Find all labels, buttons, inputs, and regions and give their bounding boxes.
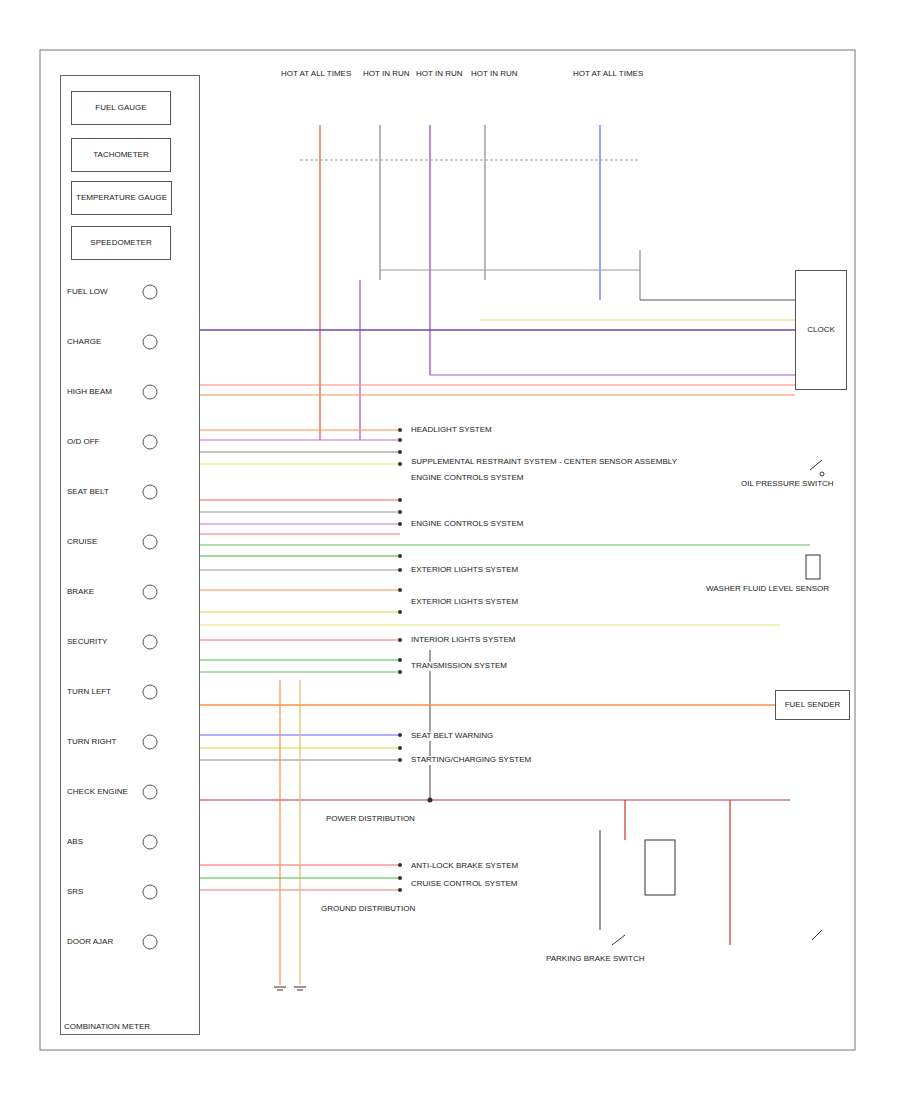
indicator-label: SEAT BELT — [66, 488, 110, 497]
indicator-label: SECURITY — [66, 638, 108, 647]
power-feed-label: HOT IN RUN — [362, 70, 411, 79]
system-label: EXTERIOR LIGHTS SYSTEM — [410, 566, 519, 575]
power-feed-label: HOT AT ALL TIMES — [280, 70, 352, 79]
system-label: TRANSMISSION SYSTEM — [410, 662, 508, 671]
component-name: SPEEDOMETER — [90, 238, 151, 247]
component-box: SPEEDOMETER — [71, 226, 171, 260]
system-label: ANTI-LOCK BRAKE SYSTEM — [410, 862, 519, 871]
power-feed-label: HOT IN RUN — [470, 70, 519, 79]
component-box: FUEL GAUGE — [71, 91, 171, 125]
component-name: CLOCK — [807, 325, 835, 334]
indicator-label: FUEL LOW — [66, 288, 109, 297]
component-name: TACHOMETER — [93, 150, 148, 159]
indicator-label: CRUISE — [66, 538, 98, 547]
wire-connector — [200, 704, 775, 705]
indicator-label: SRS — [66, 888, 84, 897]
system-label: CRUISE CONTROL SYSTEM — [410, 880, 518, 889]
system-label: ENGINE CONTROLS SYSTEM — [410, 520, 524, 529]
system-label: GROUND DISTRIBUTION — [320, 905, 416, 914]
component-box: FUEL SENDER — [775, 690, 850, 720]
system-label: EXTERIOR LIGHTS SYSTEM — [410, 598, 519, 607]
power-feed-label: HOT IN RUN — [415, 70, 464, 79]
system-label: ENGINE CONTROLS SYSTEM — [410, 474, 524, 483]
component-name: FUEL SENDER — [785, 700, 841, 709]
component-name: COMBINATION METER — [64, 1022, 150, 1031]
component-box: TACHOMETER — [71, 138, 171, 172]
wire-connector — [200, 329, 795, 330]
power-feed-label: HOT AT ALL TIMES — [572, 70, 644, 79]
system-label: STARTING/CHARGING SYSTEM — [410, 756, 532, 765]
system-label: SUPPLEMENTAL RESTRAINT SYSTEM - CENTER S… — [410, 458, 678, 467]
component-box: TEMPERATURE GAUGE — [71, 181, 172, 215]
component-name: FUEL GAUGE — [95, 103, 146, 112]
indicator-label: TURN RIGHT — [66, 738, 117, 747]
system-label: SEAT BELT WARNING — [410, 732, 494, 741]
indicator-label: CHECK ENGINE — [66, 788, 129, 797]
indicator-label: DOOR AJAR — [66, 938, 114, 947]
system-label: PARKING BRAKE SWITCH — [545, 955, 646, 964]
system-label: HEADLIGHT SYSTEM — [410, 426, 493, 435]
system-label: INTERIOR LIGHTS SYSTEM — [410, 636, 516, 645]
indicator-label: HIGH BEAM — [66, 388, 113, 397]
system-label: POWER DISTRIBUTION — [325, 815, 416, 824]
indicator-label: BRAKE — [66, 588, 95, 597]
indicator-label: CHARGE — [66, 338, 102, 347]
component-box: CLOCK — [795, 270, 847, 390]
system-label: OIL PRESSURE SWITCH — [740, 480, 835, 489]
component-name: TEMPERATURE GAUGE — [76, 193, 167, 202]
indicator-label: ABS — [66, 838, 84, 847]
system-label: WASHER FLUID LEVEL SENSOR — [705, 585, 830, 594]
indicator-label: O/D OFF — [66, 438, 100, 447]
indicator-label: TURN LEFT — [66, 688, 112, 697]
